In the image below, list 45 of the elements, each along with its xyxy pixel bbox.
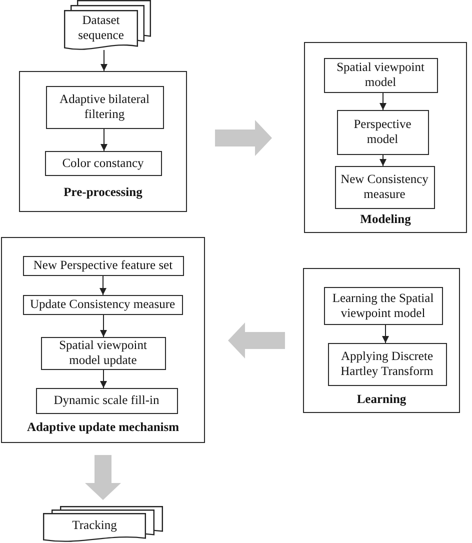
arrow bbox=[382, 324, 389, 344]
panel-title: Adaptive update mechanism bbox=[26, 419, 180, 435]
arrow bbox=[100, 128, 108, 152]
document-stack bbox=[43, 506, 163, 542]
group-panel bbox=[1, 237, 205, 443]
process-box bbox=[324, 286, 442, 324]
arrow bbox=[100, 314, 107, 338]
step-text: Update Consistency measure bbox=[30, 297, 176, 312]
panel-title: Modeling bbox=[360, 211, 411, 227]
process-box bbox=[44, 150, 162, 176]
arrow bbox=[100, 50, 108, 72]
step-text: Spatial viewpoint model bbox=[336, 60, 426, 90]
panel-title: Learning bbox=[356, 391, 406, 407]
document-label: Dataset sequence bbox=[77, 13, 125, 44]
process-box bbox=[324, 58, 438, 92]
process-box bbox=[336, 110, 428, 154]
process-box bbox=[22, 256, 184, 276]
step-text: Perspective model bbox=[352, 117, 412, 147]
process-box bbox=[328, 342, 446, 386]
arrow bbox=[100, 276, 106, 296]
panel-title: Pre-processing bbox=[64, 184, 142, 200]
process-box bbox=[46, 86, 164, 128]
group-panel bbox=[304, 42, 467, 233]
block-arrow bbox=[85, 455, 121, 500]
block-arrow bbox=[215, 120, 272, 156]
step-text: Spatial viewpoint model update bbox=[58, 338, 148, 368]
arrow bbox=[380, 92, 386, 110]
arrow bbox=[100, 370, 107, 388]
process-box bbox=[22, 294, 182, 314]
process-box bbox=[40, 336, 166, 370]
group-panel bbox=[19, 71, 187, 212]
step-text: Applying Discrete Hartley Transform bbox=[340, 349, 434, 379]
document-label: Tracking bbox=[72, 518, 117, 534]
arrow bbox=[380, 154, 386, 166]
step-text: New Consistency measure bbox=[340, 172, 430, 202]
document-stack bbox=[64, 0, 151, 50]
group-panel bbox=[303, 268, 460, 413]
step-text: Color constancy bbox=[62, 156, 144, 170]
process-box bbox=[36, 388, 178, 414]
block-arrow bbox=[228, 322, 285, 358]
step-text: New Perspective feature set bbox=[33, 258, 173, 273]
process-box bbox=[334, 166, 434, 208]
step-text: Dynamic scale fill-in bbox=[54, 393, 160, 408]
step-text: Learning the Spatial viewpoint model bbox=[331, 290, 435, 320]
step-text: Adaptive bilateral filtering bbox=[58, 92, 150, 122]
